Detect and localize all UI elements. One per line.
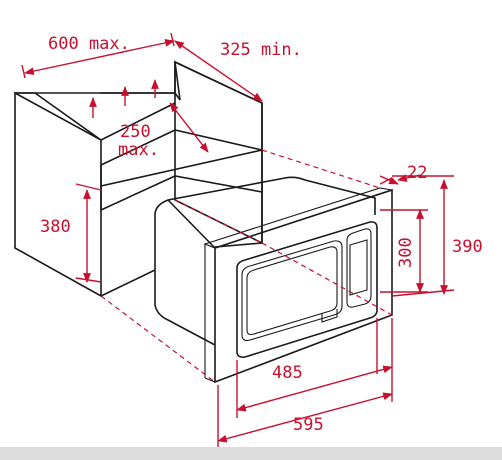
vent-arrows xyxy=(89,79,159,118)
label-inner-height: 300 xyxy=(396,237,416,268)
label-vent-value: 250 xyxy=(120,122,151,142)
projection-lines xyxy=(100,149,393,383)
label-outer-height: 390 xyxy=(452,237,483,257)
label-width-max: 600 max. xyxy=(48,34,130,54)
label-outer-width: 595 xyxy=(293,415,324,435)
label-inner-width: 485 xyxy=(272,363,303,383)
label-vent-suffix: max. xyxy=(118,140,159,160)
dimension-lines xyxy=(21,32,455,450)
footer-bar xyxy=(0,447,502,460)
cabinet-niche xyxy=(14,60,263,298)
dimension-labels: 600 max. 325 min. 250 max. 380 22 300 39… xyxy=(40,34,483,435)
label-frame-depth: 22 xyxy=(407,163,427,183)
label-niche-height: 380 xyxy=(40,217,71,237)
label-depth-min: 325 min. xyxy=(220,40,302,60)
